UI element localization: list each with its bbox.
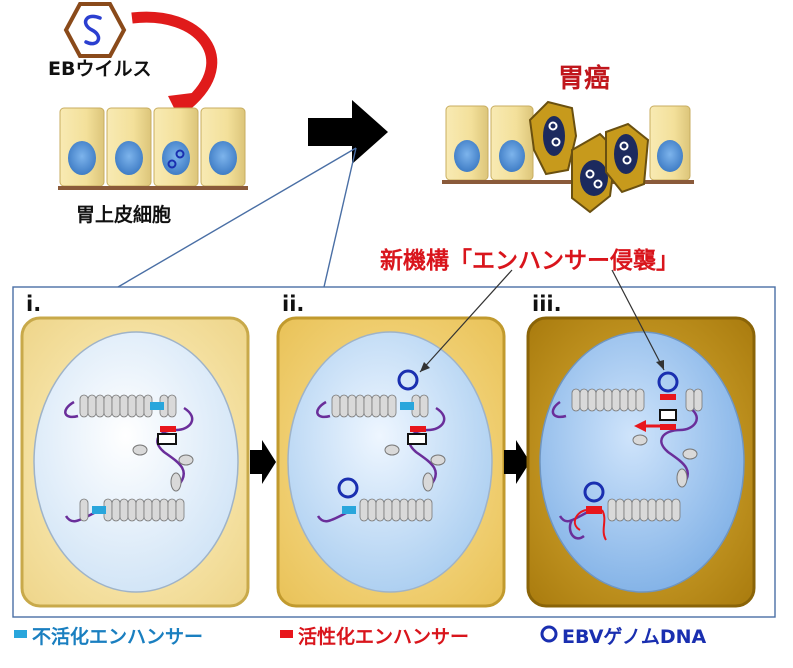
panel-i (20, 316, 250, 608)
infection-arrow (131, 11, 218, 109)
legend-swatch-ebv (540, 625, 558, 643)
legend-item-ebv-genome: EBVゲノムDNA (562, 626, 707, 648)
panel-label-iii: iii. (532, 292, 562, 316)
cancer-tissue (442, 100, 694, 214)
progression-arrow (308, 100, 388, 164)
legend-swatch-inactive (14, 630, 27, 638)
panel-ii (276, 316, 506, 608)
zoom-line-right (323, 147, 357, 288)
pointer-line-iii (611, 269, 665, 371)
step-arrow-2 (504, 440, 530, 484)
panel-iii (526, 316, 756, 608)
normal-epithelium (58, 107, 248, 190)
pointer-line-ii (419, 269, 513, 373)
legend-swatch-active (280, 630, 293, 638)
step-arrow-1 (250, 440, 276, 484)
virus-icon (63, 2, 127, 58)
legend-item-inactive-enhancer: 不活化エンハンサー (32, 626, 204, 648)
panel-label-i: i. (26, 292, 42, 316)
panel-label-ii: ii. (282, 292, 305, 316)
virus-label: EBウイルス (48, 58, 152, 80)
detail-frame (12, 286, 776, 618)
epithelial-cell-label: 胃上皮細胞 (76, 204, 172, 226)
gastric-cancer-label: 胃癌 (558, 64, 611, 94)
zoom-line-left (117, 147, 357, 288)
mechanism-label: 新機構「エンハンサー侵襲」 (380, 248, 679, 274)
legend-item-active-enhancer: 活性化エンハンサー (298, 626, 470, 648)
